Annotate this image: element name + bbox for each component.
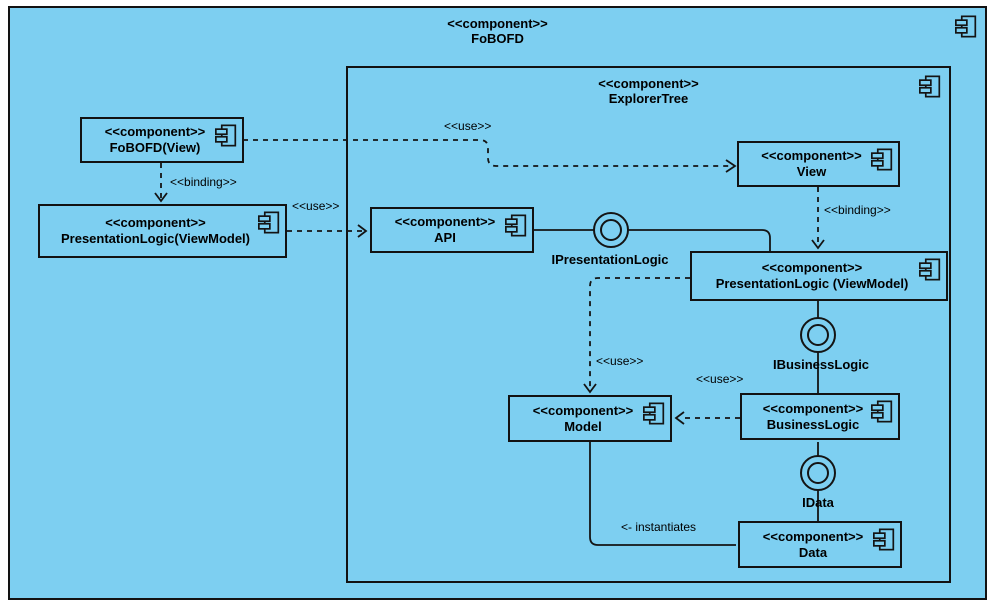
interface-label-ipresentationlogic: IPresentationLogic: [551, 252, 669, 267]
component-icon: [215, 124, 237, 147]
frame-fobofd-stereotype: <<component>>: [447, 16, 548, 31]
frame-fobofd-title: <<component>> FoBOFD: [10, 16, 985, 46]
frame-explorertree: <<component>> ExplorerTree: [346, 66, 951, 583]
edge-label-use: <<use>>: [444, 119, 492, 133]
component-icon: [258, 211, 280, 234]
component-icon: [643, 402, 665, 425]
component-name: FoBOFD(View): [109, 140, 201, 155]
component-icon: [955, 15, 977, 38]
component-name: Model: [564, 418, 602, 434]
component-stereotype: <<component>>: [105, 215, 206, 230]
component-data: <<component>> Data: [738, 521, 902, 568]
component-icon: [919, 258, 941, 281]
edge-label-use: <<use>>: [696, 372, 744, 386]
component-name: PresentationLogic (ViewModel): [715, 276, 909, 291]
frame-fobofd: <<component>> FoBOFD: [8, 6, 987, 600]
component-icon: [871, 148, 893, 171]
interface-label-ibusinesslogic: IBusinessLogic: [772, 357, 870, 372]
frame-fobofd-name: FoBOFD: [471, 31, 524, 46]
component-fobofd-view: <<component>> FoBOFD(View): [80, 117, 244, 163]
component-view: <<component>> View: [737, 141, 900, 187]
frame-explorertree-name: ExplorerTree: [608, 91, 689, 106]
component-stereotype: <<component>>: [394, 214, 496, 229]
component-name: BusinessLogic: [766, 416, 860, 432]
component-name: Data: [798, 544, 828, 560]
component-name: PresentationLogic(ViewModel): [60, 231, 250, 246]
component-name: View: [796, 164, 827, 179]
component-api: <<component>> API: [370, 207, 534, 253]
component-icon: [505, 214, 527, 237]
component-icon: [919, 75, 941, 98]
component-stereotype: <<component>>: [761, 260, 863, 275]
edge-label-binding: <<binding>>: [170, 175, 237, 189]
component-presentationlogic-viewmodel: <<component>> PresentationLogic (ViewMod…: [690, 251, 948, 301]
edge-label-use: <<use>>: [292, 199, 340, 213]
frame-explorertree-stereotype: <<component>>: [598, 76, 699, 91]
component-stereotype: <<component>>: [104, 124, 206, 139]
component-stereotype: <<component>>: [761, 148, 862, 163]
component-stereotype: <<component>>: [762, 528, 864, 544]
component-name: API: [434, 230, 456, 245]
component-icon: [871, 400, 893, 423]
edge-label-binding: <<binding>>: [824, 203, 891, 217]
interface-label-idata: IData: [802, 495, 834, 510]
edge-label-use: <<use>>: [596, 354, 644, 368]
component-stereotype: <<component>>: [532, 402, 634, 418]
frame-explorertree-title: <<component>> ExplorerTree: [348, 76, 949, 106]
component-businesslogic: <<component>> BusinessLogic: [740, 393, 900, 440]
component-icon: [873, 528, 895, 551]
edge-label-instantiates: <- instantiates: [621, 520, 697, 534]
component-model: <<component>> Model: [508, 395, 672, 442]
component-stereotype: <<component>>: [762, 400, 864, 416]
component-presentationlogic-viewmodel-outer: <<component>> PresentationLogic(ViewMode…: [38, 204, 287, 258]
